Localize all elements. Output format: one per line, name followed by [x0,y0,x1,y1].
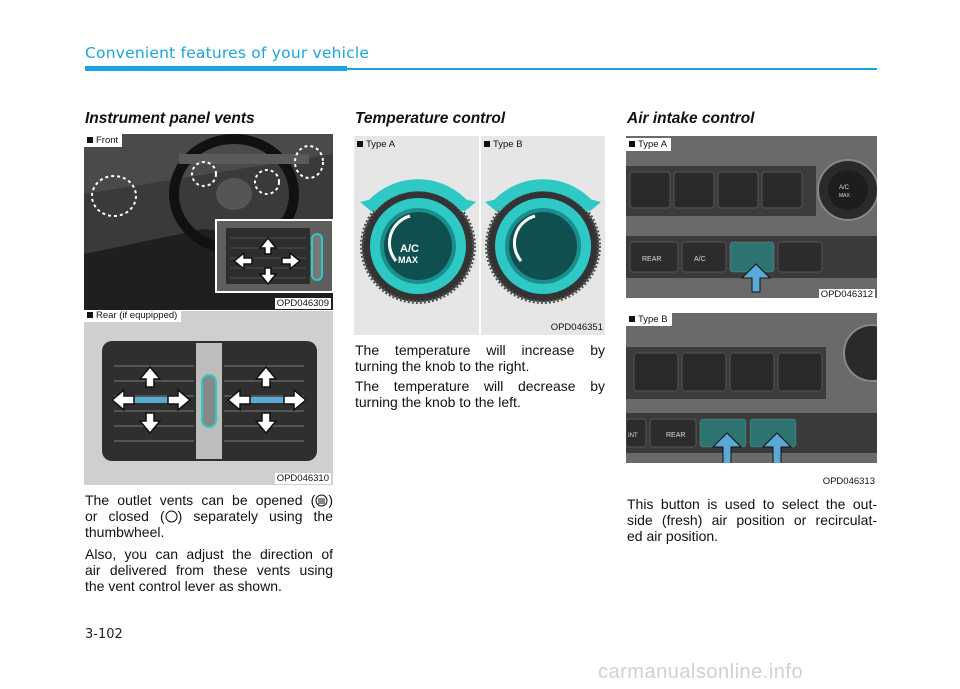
type-b-tag: Type B [626,313,672,326]
vent-paragraph-2: Also, you can adjust the direction of ai… [85,546,333,578]
vent-paragraph-1: The outlet vents can be opened () or clo… [85,492,333,524]
heading-air-intake-control: Air intake control [627,110,755,127]
svg-text:A/C: A/C [694,256,706,263]
text-line: This button is used to select the out- [627,496,877,512]
header-rule [85,66,347,71]
temperature-knobs-image: A/C MAX Type A Type B OPD046351 [354,136,605,335]
figure-code: OPD046351 [550,322,603,333]
svg-text:MAX: MAX [398,255,418,265]
vent-paragraph-2-end: the vent control lever as shown. [85,578,282,594]
figure-code: OPD046313 [822,476,875,487]
heading-temperature-control: Temperature control [355,110,506,127]
svg-text:A/C: A/C [400,243,419,255]
air-intake-type-b-image: INT REAR Type B OPD046313 [626,313,877,488]
text-line: The temperature will decrease by [355,378,605,394]
temp-paragraph-1: The temperature will increase by [355,342,605,358]
header-rule-thin [347,68,877,70]
svg-text:MAX: MAX [839,193,851,199]
type-a-tag: Type A [354,138,399,151]
figure-code: OPD046312 [818,289,875,298]
heading-instrument-panel-vents: Instrument panel vents [85,110,255,127]
vent-open-icon [315,494,328,507]
text-fragment: or closed ( [85,508,165,524]
svg-text:A/C: A/C [839,185,850,191]
text-line: air delivered from these vents using [85,562,333,578]
type-a-tag: Type A [626,138,672,151]
text-line: Also, you can adjust the direction of [85,546,333,562]
temp-paragraph-2: The temperature will decrease by [355,378,605,394]
rear-tag: Rear (if equpipped) [84,311,182,322]
rear-vents-image: Rear (if equpipped) OPD046310 [84,311,333,485]
watermark: carmanualsonline.info [598,661,804,683]
temp-paragraph-2-end: turning the knob to the left. [355,394,521,410]
air-paragraph-end: ed air position. [627,528,719,544]
air-intake-type-a-image: REAR A/C A/C MAX Type A OPD046312 [626,136,877,298]
knob-b [485,179,601,304]
svg-text:INT: INT [628,433,638,439]
air-paragraph: This button is used to select the out- s… [627,496,877,528]
text-line: The temperature will increase by [355,342,605,358]
text-fragment: The outlet vents can be opened ( [85,492,316,508]
page-number: 3-102 [85,627,123,642]
figure-code: OPD046309 [274,298,331,309]
temp-paragraph-1-end: turning the knob to the right. [355,358,530,374]
type-b-tag: Type B [481,138,527,151]
front-tag: Front [84,134,123,147]
knob-a: A/C MAX [360,179,476,304]
vent-closed-icon [165,510,178,523]
front-vents-image: Front OPD046309 [84,134,333,310]
vent-paragraph-1-end: thumbwheel. [85,524,165,540]
svg-text:REAR: REAR [642,256,661,263]
svg-text:REAR: REAR [666,432,685,439]
text-fragment: ) separately using the [177,508,333,524]
text-fragment: ) [328,492,333,508]
figure-code: OPD046310 [274,473,331,484]
text-line: side (fresh) air position or recirculat- [627,512,877,528]
section-title: Convenient features of your vehicle [85,44,370,62]
